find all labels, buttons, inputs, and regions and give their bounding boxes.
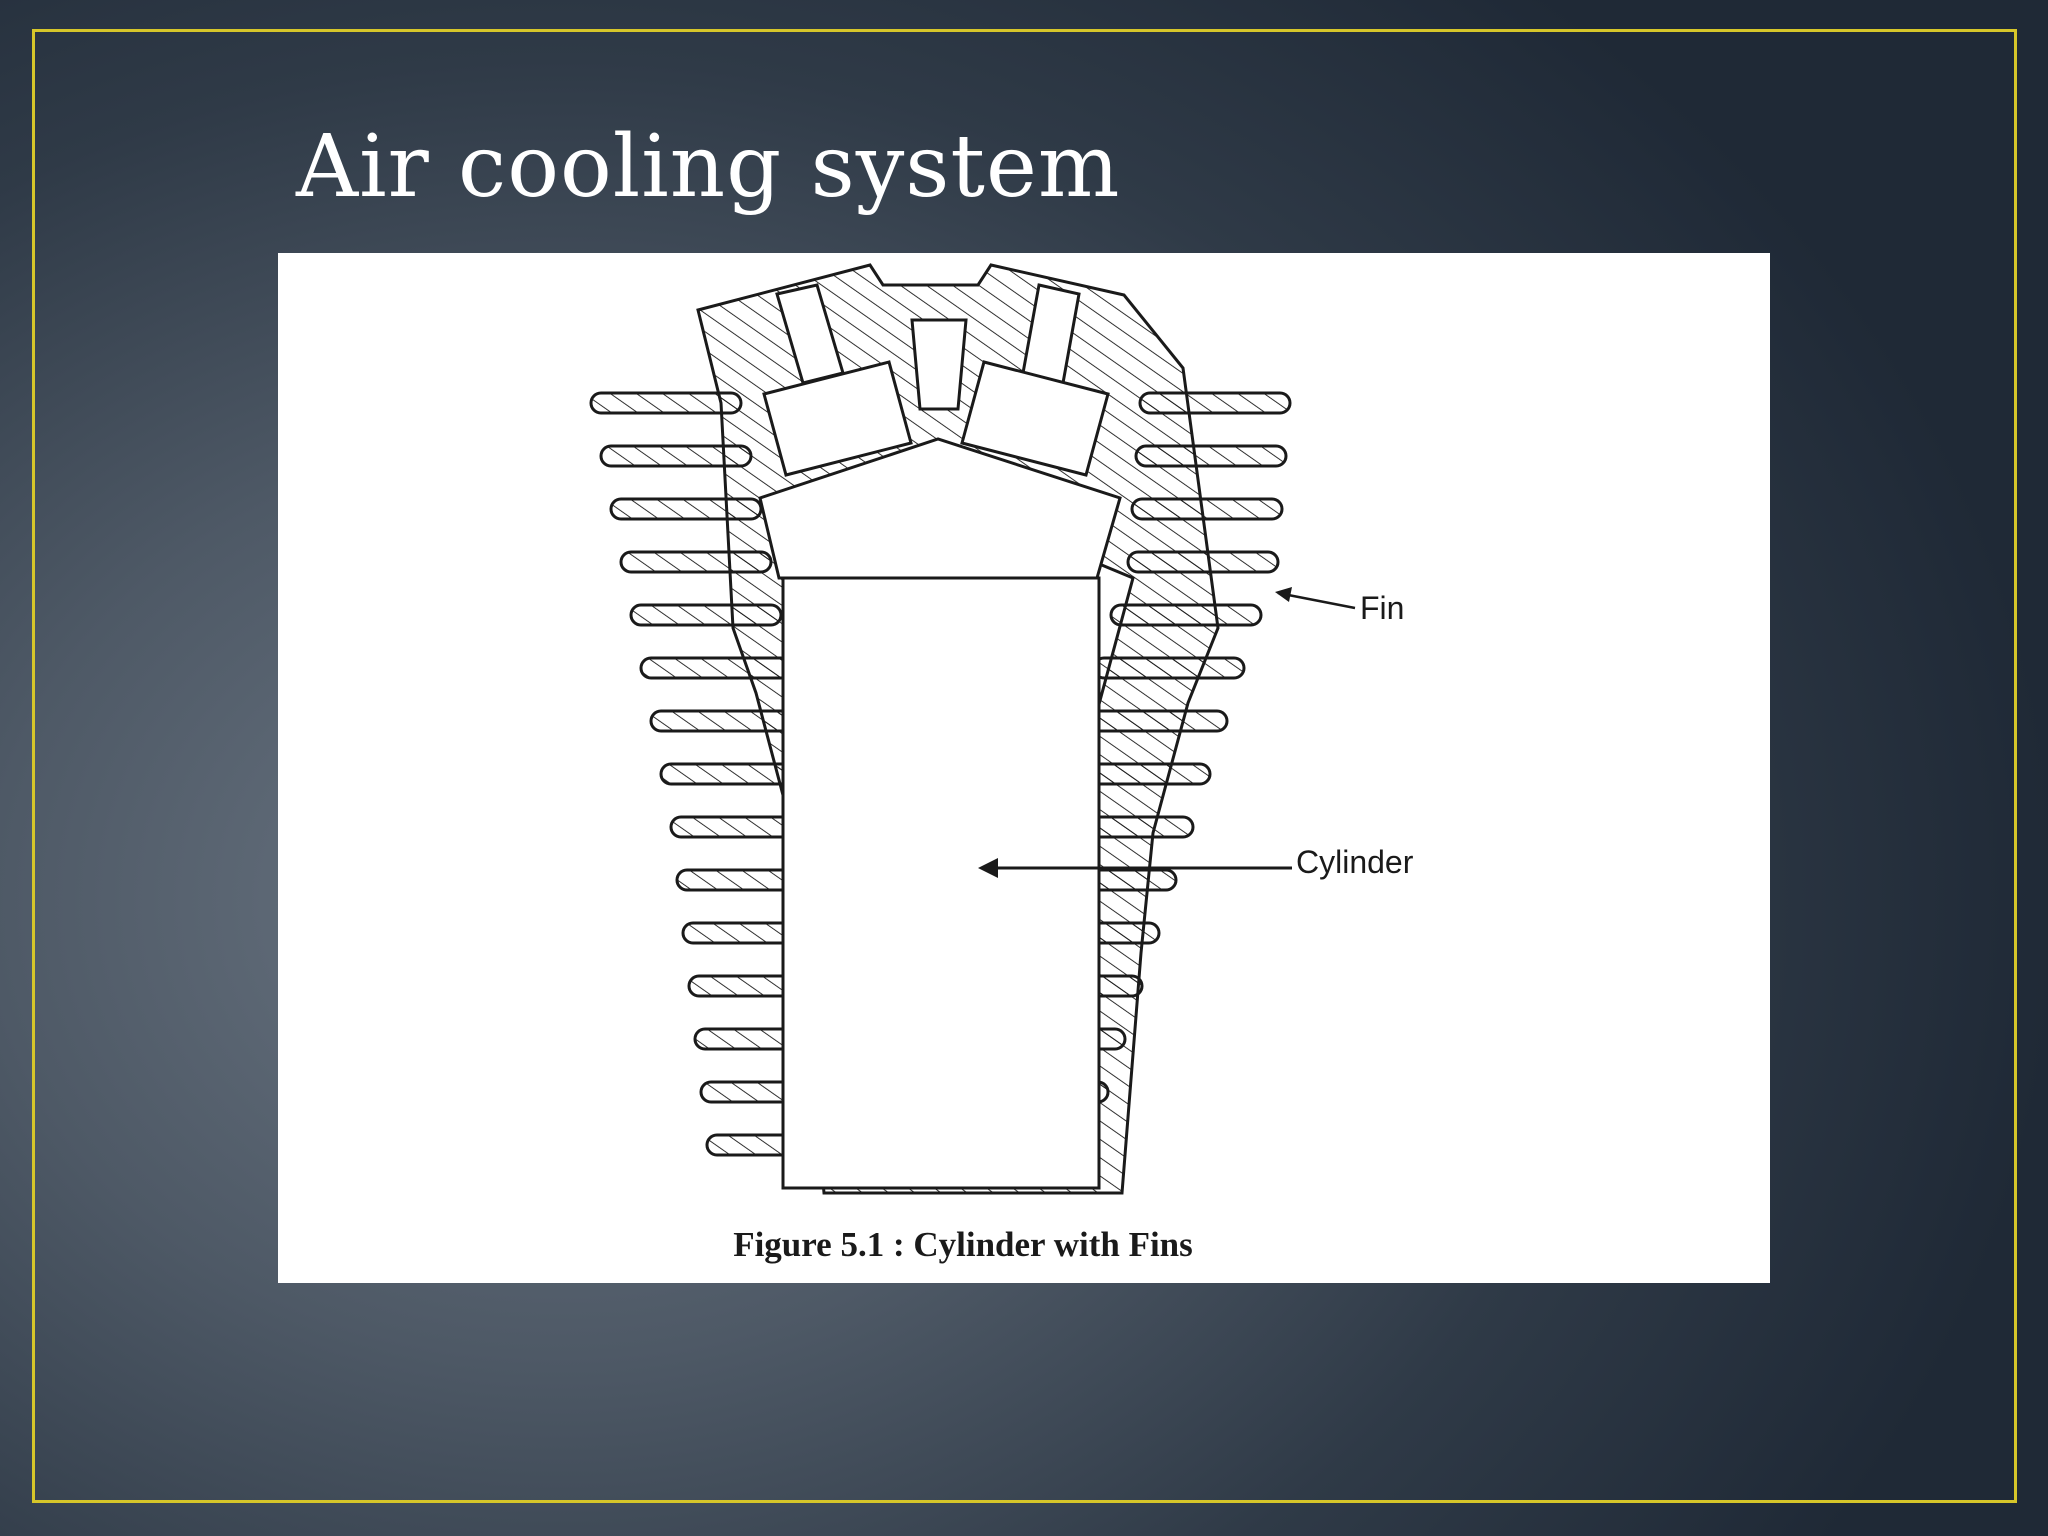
exhaust-valve-head [960,360,1110,477]
fin-leader-line [1277,591,1356,610]
cylinder-with-fins-diagram: Fin Cylinder [589,263,1414,1195]
slide-title: Air cooling system [296,117,1121,217]
figure-caption: Figure 5.1 : Cylinder with Fins [733,1225,1193,1264]
spark-plug [910,318,968,411]
cylinder-bore [781,576,1101,1190]
cylinder-head [758,283,1122,1190]
cylinder-label: Cylinder [1296,844,1414,880]
figure-panel: Fin Cylinder Figure 5.1 : Cylinder with … [278,253,1770,1283]
fin-label: Fin [1360,590,1404,626]
fin-arrowhead [1275,587,1292,602]
label-leaders [978,587,1356,878]
cylinder-arrowhead [978,858,998,878]
combustion-chamber [758,437,1122,580]
slide-border-frame [32,29,2017,1503]
intake-valve-head [762,360,913,477]
